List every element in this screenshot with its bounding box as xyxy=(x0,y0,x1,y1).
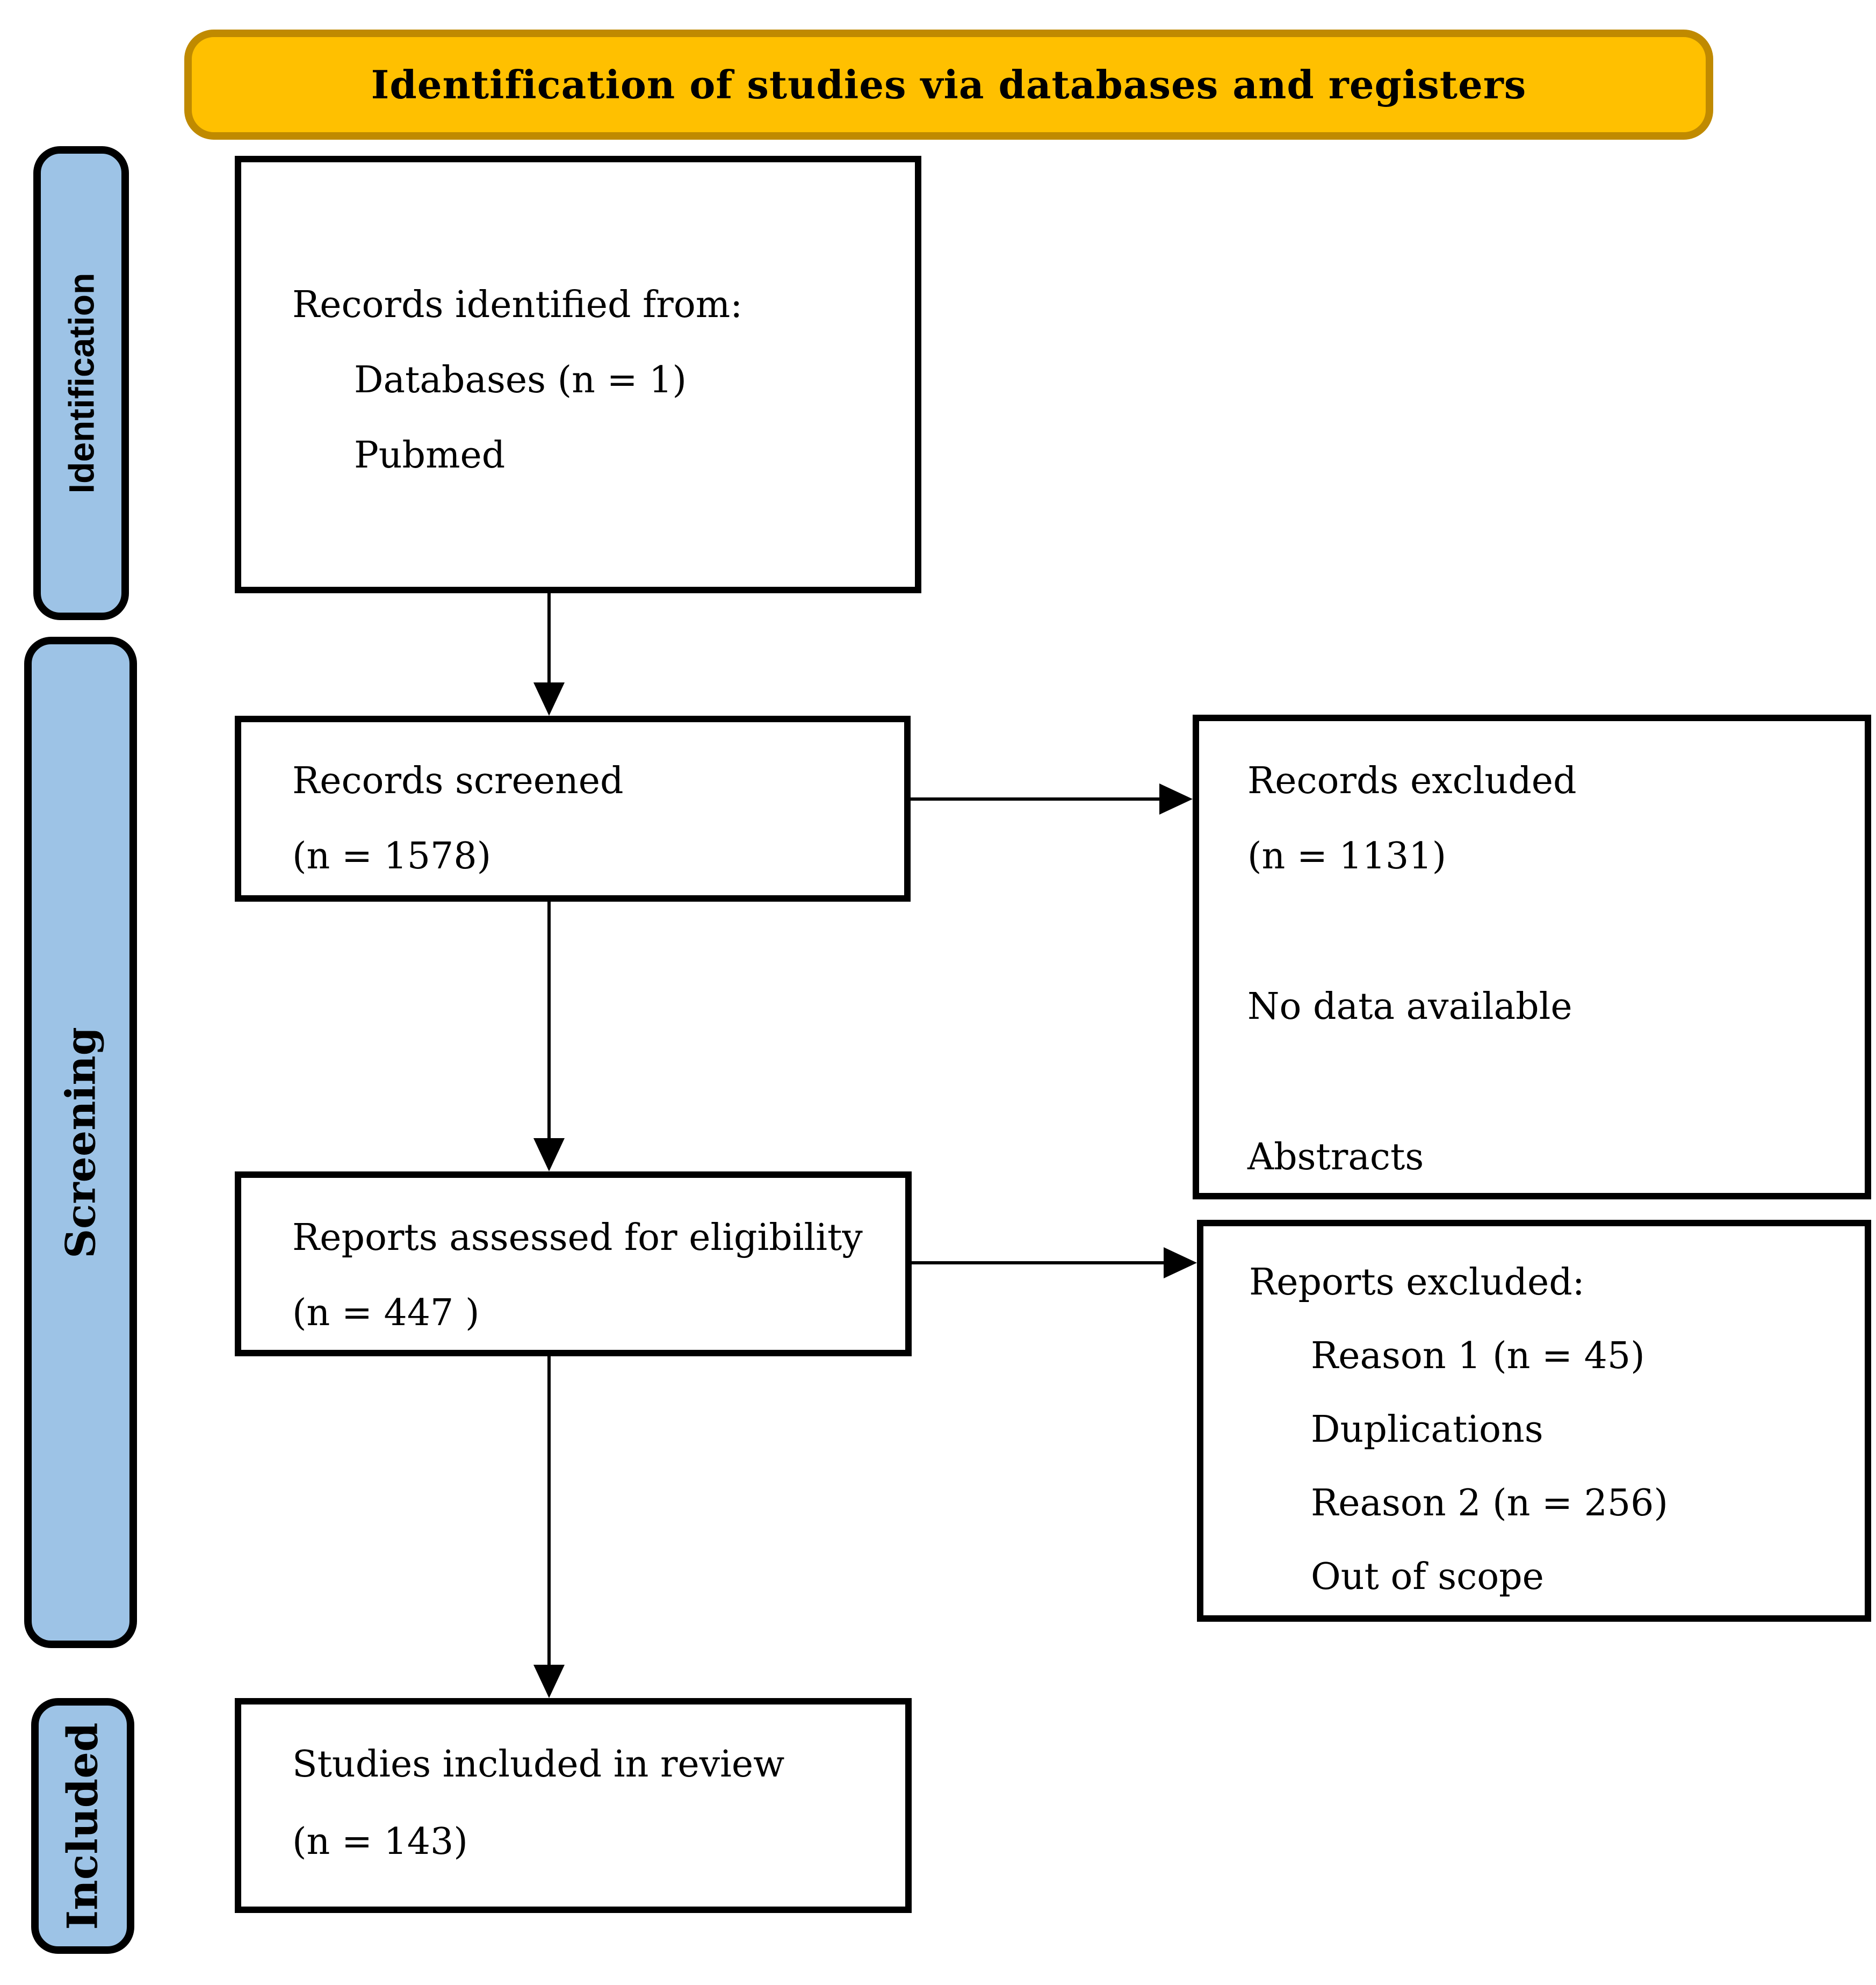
records-identified-item-pubmed: Pubmed xyxy=(354,434,506,477)
stage-label-screening-text: Screening xyxy=(56,1026,105,1258)
reports-excluded-duplications: Duplications xyxy=(1311,1408,1543,1451)
records-excluded-reason-abstracts: Abstracts xyxy=(1247,1136,1424,1178)
connector-assessed-to-reports-excluded-line xyxy=(911,1261,1166,1264)
records-identified-box: Records identified from: Databases (n = … xyxy=(235,156,921,593)
reports-excluded-reason2: Reason 2 (n = 256) xyxy=(1311,1482,1668,1524)
records-screened-count: (n = 1578) xyxy=(292,835,492,878)
records-identified-item-databases: Databases (n = 1) xyxy=(354,359,687,401)
connector-screened-to-assessed-line xyxy=(547,901,551,1140)
header-banner-title: Identification of studies via databases … xyxy=(371,62,1527,107)
stage-label-included: Included xyxy=(31,1698,134,1954)
connector-assessed-to-included-arrowhead-icon xyxy=(533,1665,565,1698)
records-screened-box: Records screened (n = 1578) xyxy=(235,716,911,902)
connector-screened-to-excluded-line xyxy=(909,797,1161,801)
stage-label-identification: Identification xyxy=(33,146,129,620)
reports-assessed-line1: Reports assessed for eligibility xyxy=(292,1217,863,1259)
records-excluded-reason-no-data: No data available xyxy=(1247,986,1572,1028)
records-excluded-line1: Records excluded xyxy=(1247,760,1577,802)
connector-identified-to-screened-line xyxy=(547,592,551,685)
connector-assessed-to-included-line xyxy=(547,1355,551,1667)
reports-assessed-box: Reports assessed for eligibility (n = 44… xyxy=(235,1171,912,1356)
records-excluded-box: Records excluded (n = 1131) No data avai… xyxy=(1193,715,1871,1199)
reports-assessed-count: (n = 447 ) xyxy=(292,1292,480,1334)
records-screened-line1: Records screened xyxy=(292,760,624,802)
connector-screened-to-assessed-arrowhead-icon xyxy=(533,1138,565,1171)
studies-included-box: Studies included in review (n = 143) xyxy=(235,1698,912,1913)
records-excluded-count: (n = 1131) xyxy=(1247,835,1447,878)
reports-excluded-title: Reports excluded: xyxy=(1249,1261,1585,1304)
reports-excluded-reason1: Reason 1 (n = 45) xyxy=(1311,1335,1645,1377)
studies-included-count: (n = 143) xyxy=(292,1821,468,1863)
connector-screened-to-excluded-arrowhead-icon xyxy=(1159,783,1193,815)
connector-assessed-to-reports-excluded-arrowhead-icon xyxy=(1164,1247,1197,1278)
reports-excluded-out-of-scope: Out of scope xyxy=(1311,1556,1544,1598)
stage-label-included-text: Included xyxy=(58,1722,107,1930)
header-banner: Identification of studies via databases … xyxy=(184,30,1713,140)
records-identified-title: Records identified from: xyxy=(292,284,743,326)
studies-included-line1: Studies included in review xyxy=(292,1743,785,1786)
reports-excluded-box: Reports excluded: Reason 1 (n = 45) Dupl… xyxy=(1197,1220,1871,1622)
stage-label-screening: Screening xyxy=(24,637,137,1648)
connector-identified-to-screened-arrowhead-icon xyxy=(533,682,565,716)
stage-label-identification-text: Identification xyxy=(61,272,102,494)
